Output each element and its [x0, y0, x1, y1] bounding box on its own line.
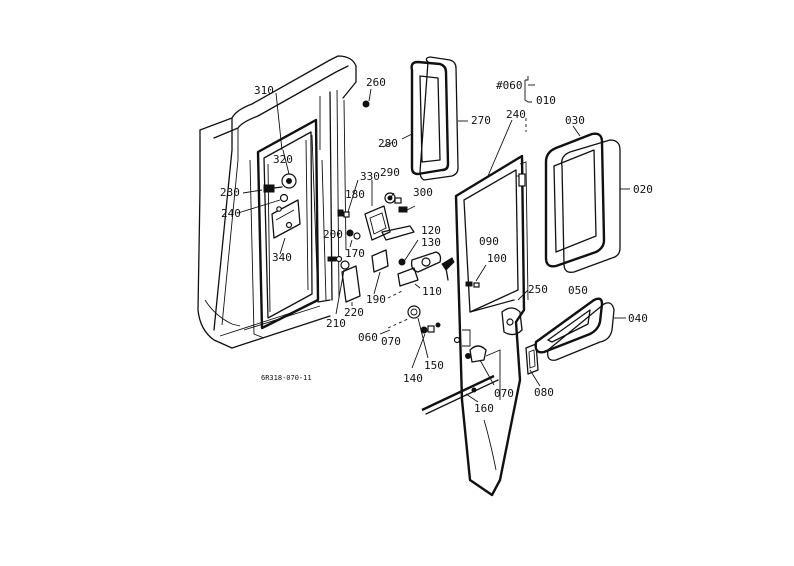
drawing-code: 6R318-070-11	[261, 374, 312, 382]
bracket-330	[364, 205, 415, 241]
lower-window-seal-050	[534, 297, 604, 354]
label-310: 310	[254, 84, 274, 97]
label-070-group: 070	[381, 335, 401, 348]
label-190: 190	[366, 293, 386, 306]
label-230: 230	[220, 186, 240, 199]
label-320: 320	[273, 153, 293, 166]
label-170: 170	[345, 247, 365, 260]
group-060-bracket	[379, 289, 411, 335]
label-060: 060	[358, 331, 378, 344]
label-150: 150	[424, 359, 444, 372]
catch-070	[469, 345, 495, 386]
handle-090	[441, 257, 455, 281]
label-120: 120	[421, 224, 441, 237]
side-window-seal-030	[544, 132, 606, 268]
label-180: 180	[345, 188, 365, 201]
window-seal-270	[419, 56, 459, 181]
part-labels: 260 310 280 270 #060 010 240 030 020 320…	[220, 76, 653, 415]
plate-220	[341, 265, 361, 306]
label-340: 340	[272, 251, 292, 264]
door-hinge-250	[501, 289, 529, 336]
knob-320	[281, 173, 297, 189]
label-290: 290	[380, 166, 400, 179]
label-240-door: 240	[506, 108, 526, 121]
label-210: 210	[326, 317, 346, 330]
latch-080	[525, 343, 541, 387]
label-090: 090	[479, 235, 499, 248]
label-030: 030	[565, 114, 585, 127]
label-070: 070	[494, 387, 514, 400]
label-220: 220	[344, 306, 364, 319]
label-240: 240	[221, 207, 241, 220]
sill-strip-160	[421, 374, 499, 415]
label-300: 300	[413, 186, 433, 199]
hinge-190	[371, 249, 389, 295]
label-250: 250	[528, 283, 548, 296]
pin-170	[346, 229, 361, 248]
side-window-glass-020	[561, 139, 621, 273]
screw-100	[465, 264, 487, 288]
label-280: 280	[378, 137, 398, 150]
label-050: 050	[568, 284, 588, 297]
door-frame	[453, 154, 529, 497]
bolt-230	[263, 184, 283, 193]
body-hinge-bracket-340	[271, 199, 301, 239]
label-060-group: #060	[496, 79, 523, 92]
screw-140	[411, 322, 441, 369]
label-130: 130	[421, 236, 441, 249]
label-100: 100	[487, 252, 507, 265]
label-200: 200	[323, 228, 343, 241]
label-330: 330	[360, 170, 380, 183]
bolt-300	[398, 205, 416, 213]
label-110: 110	[422, 285, 442, 298]
screw-200	[327, 255, 343, 263]
striker-110	[397, 267, 421, 289]
washer-240	[279, 193, 289, 203]
cab-body	[197, 55, 357, 349]
label-010: 010	[536, 94, 556, 107]
label-160: 160	[474, 402, 494, 415]
clip-180	[337, 209, 350, 218]
label-020: 020	[633, 183, 653, 196]
label-270: 270	[471, 114, 491, 127]
label-080: 080	[534, 386, 554, 399]
label-040: 040	[628, 312, 648, 325]
part-260	[362, 88, 372, 108]
lower-window-glass-040	[547, 302, 615, 361]
label-260: 260	[366, 76, 386, 89]
label-140: 140	[403, 372, 423, 385]
knob-120-130	[398, 239, 442, 273]
window-glass-280	[410, 60, 450, 176]
